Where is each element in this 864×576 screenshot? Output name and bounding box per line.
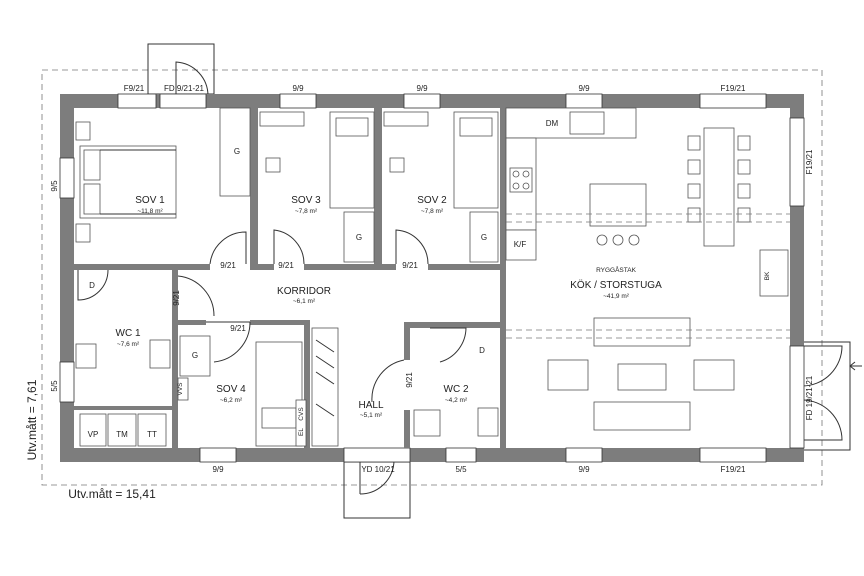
wc2-fixtures: [413, 407, 499, 437]
room-hall-area: ~5,1 m²: [360, 412, 383, 419]
window-label-left-wc1: 5/5: [50, 380, 59, 392]
room-wc2-area: ~4,2 m²: [445, 397, 468, 404]
window-label-bottom-wc1: 9/9: [212, 465, 224, 474]
room-wc1-name: WC 1: [116, 328, 141, 339]
wardrobe-label-sov4: G: [192, 351, 198, 360]
room-sov3-name: SOV 3: [291, 195, 321, 206]
window-label-bottom-living: F19/21: [721, 465, 746, 474]
washer-label-wc2: D: [479, 346, 485, 355]
outer-dimension-frame: [41, 69, 823, 486]
window-label-top-sov2: 9/9: [416, 84, 428, 93]
hall-wardrobe: [311, 327, 339, 447]
window-label-bottom-wc2: 5/5: [455, 465, 467, 474]
room-sov4-name: SOV 4: [216, 384, 246, 395]
window-label-right-door: FD 19/21-21: [805, 375, 814, 420]
room-sov1-area: ~11,8 m²: [137, 208, 163, 215]
wardrobe-label-sov3: G: [356, 233, 362, 242]
sov4-furniture: [177, 335, 307, 447]
room-sov2-name: SOV 2: [417, 195, 447, 206]
interior-walls: [74, 108, 506, 448]
bk-label: BK: [764, 271, 771, 280]
window-label-top-kitchen: 9/9: [578, 84, 590, 93]
door-label-sov3: 9/21: [278, 261, 294, 270]
kitchen-furniture: [505, 107, 789, 297]
wardrobe-label-sov1: G: [234, 147, 240, 156]
ridge-line: [506, 213, 790, 339]
sov1-furniture: [75, 107, 251, 243]
fridge-label: K/F: [514, 240, 527, 249]
room-korridor-name: KORRIDOR: [277, 286, 331, 297]
room-sov2-area: ~7,8 m²: [421, 208, 444, 215]
tm-label: TM: [116, 430, 128, 439]
wardrobe-label-sov2: G: [481, 233, 487, 242]
wc1-fixtures: [75, 339, 171, 447]
window-label-left-sov1: 9/5: [50, 180, 59, 192]
door-label-sov2: 9/21: [402, 261, 418, 270]
terrace-door-swing-right: [801, 345, 843, 441]
room-korridor-area: ~6,1 m²: [293, 298, 316, 305]
room-sov1-name: SOV 1: [135, 195, 165, 206]
sov2-furniture: [383, 111, 499, 263]
window-label-right-upper: F19/21: [805, 149, 814, 174]
window-openings: [59, 93, 805, 463]
sov3-furniture: [259, 111, 375, 263]
room-sov4-area: ~6,2 m²: [220, 397, 243, 404]
window-label-bottom-entry: YD 10/21: [361, 465, 395, 474]
vp-label: VP: [88, 430, 99, 439]
cvs-label: CVS: [298, 407, 305, 421]
room-kok-area: ~41,9 m²: [603, 293, 630, 300]
living-furniture: [547, 317, 735, 431]
dishwasher-label: DM: [546, 119, 559, 128]
window-label-top-sov3: 9/9: [292, 84, 304, 93]
room-hall-name: HALL: [358, 400, 383, 411]
tt-label: TT: [147, 430, 157, 439]
door-label-sov1: 9/21: [220, 261, 236, 270]
room-kok-name: KÖK / STORSTUGA: [570, 279, 662, 291]
window-label-bottom-kitchen: 9/9: [578, 465, 590, 474]
dimension-width: Utv.mått = 15,41: [68, 487, 156, 501]
entrance-arrow-icon: [849, 361, 862, 371]
room-kok-ceiling: RYGGÅSTAK: [596, 265, 637, 274]
window-label-top-door: FD 9/21-21: [164, 84, 205, 93]
window-label-top-living: F19/21: [721, 84, 746, 93]
door-label-wc2: 9/21: [405, 372, 414, 388]
door-label-wc1: 9/21: [172, 290, 181, 306]
window-label-top-sov1: F9/21: [124, 84, 145, 93]
terrace-door-swing-top: [175, 61, 209, 97]
room-wc2-name: WC 2: [444, 384, 469, 395]
door-label-sov4: 9/21: [230, 324, 246, 333]
door-swings: [77, 229, 467, 403]
washer-label-wc1: D: [89, 281, 95, 290]
entry-door-swing: [359, 459, 395, 495]
dimension-height: Utv.mått = 7,61: [25, 379, 39, 460]
room-wc1-area: ~7,6 m²: [117, 341, 140, 348]
vvs-label: VVS: [177, 382, 184, 396]
room-sov3-area: ~7,8 m²: [295, 208, 318, 215]
el-label: EL: [298, 428, 305, 436]
